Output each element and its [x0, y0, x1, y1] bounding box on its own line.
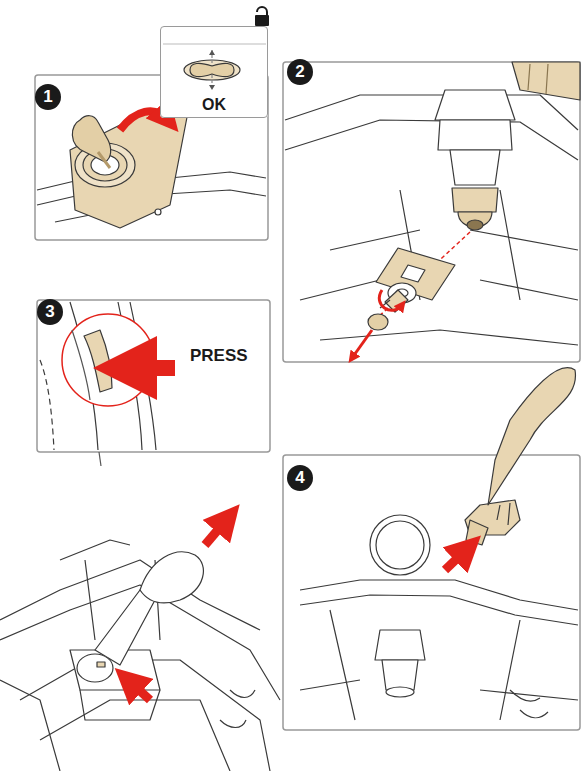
seat-plate-lock [37, 110, 266, 228]
release-button [84, 330, 112, 392]
seat-frame [285, 62, 580, 345]
inset-text: OK [202, 96, 226, 114]
locked-position-symbol [163, 44, 266, 90]
cap-nut [452, 188, 498, 230]
seat-knob [465, 368, 575, 545]
seat-knob [77, 552, 203, 682]
callout-number: 4 [287, 465, 313, 491]
callout-number: 2 [295, 62, 304, 82]
bolt [368, 290, 408, 330]
callout-number: 3 [45, 302, 54, 322]
callout-number: 2 [287, 59, 313, 85]
panel-frame [283, 455, 580, 730]
callout-number: 3 [37, 299, 63, 325]
panel-frame [283, 62, 580, 362]
seat-post [435, 90, 515, 185]
panel-frame [37, 300, 270, 452]
callout-number: 1 [35, 84, 61, 110]
lock-icon [255, 7, 269, 26]
instruction-label: PRESS [190, 346, 248, 366]
seat-frame-overview [0, 540, 280, 771]
seat-frame [300, 515, 578, 720]
leader-line [99, 452, 101, 466]
callout-number: 4 [295, 468, 304, 488]
callout-number: 1 [43, 87, 52, 107]
inset-box: OK [160, 26, 268, 118]
